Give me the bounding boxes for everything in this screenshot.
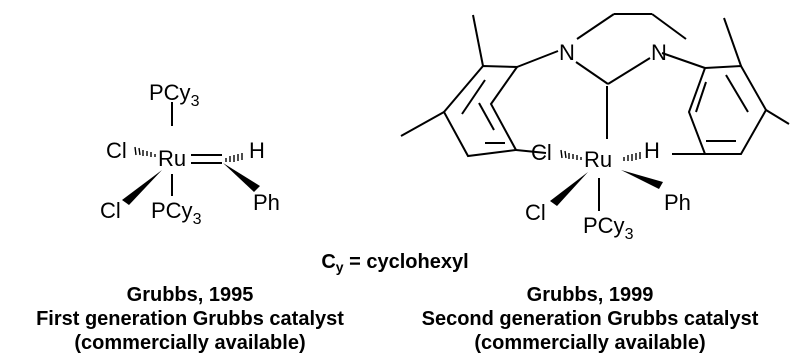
wedge-bond-ru-cl-lower [122, 170, 162, 205]
label-cl-upper-2: Cl [531, 140, 552, 165]
label-pcy3-top: PCy3 [149, 80, 200, 110]
legend-text: = cyclohexyl [343, 251, 469, 273]
right-mesityl-ring [661, 17, 790, 155]
imidazolidine-ring [575, 13, 687, 85]
hashed-bond-ru-cl-upper [134, 146, 156, 157]
first-gen-caption-line1: Grubbs, 1995 [126, 284, 254, 306]
legend-symbol: C [321, 251, 336, 273]
second-gen-structure: N N Cl Ru H Cl Ph PCy3 [400, 13, 790, 243]
label-pcy3-2: PCy3 [583, 213, 634, 243]
label-ph: Ph [253, 190, 280, 215]
label-ru-2: Ru [584, 147, 612, 172]
label-pcy3-bottom: PCy3 [151, 198, 202, 228]
label-cl-lower: Cl [100, 198, 121, 223]
hashed-bond-ru-cl-upper-2 [560, 149, 582, 160]
left-mesityl-ring [400, 14, 559, 158]
label-cl-upper: Cl [106, 138, 127, 163]
second-gen-caption: Grubbs, 1999 Second generation Grubbs ca… [390, 283, 790, 355]
first-gen-caption-line3: (commercially available) [74, 332, 306, 354]
second-gen-caption-line1: Grubbs, 1999 [526, 284, 654, 306]
hashed-bond-c-h [225, 153, 243, 162]
wedge-bond-ru-cl-lower-2 [550, 172, 588, 206]
first-gen-caption: Grubbs, 1995 First generation Grubbs cat… [0, 283, 380, 355]
first-gen-caption-line2: First generation Grubbs catalyst [36, 308, 344, 330]
structures-canvas: PCy3 Cl Ru H Cl PCy3 Ph [100, 13, 790, 243]
wedge-bond-ru-ph-2 [621, 170, 663, 189]
label-cl-lower-2: Cl [525, 200, 546, 225]
legend-symbol-sub: y [335, 259, 344, 275]
label-n-right: N [651, 40, 667, 65]
label-h-2: H [644, 138, 660, 163]
label-n-left: N [559, 40, 575, 65]
label-ru: Ru [158, 146, 186, 171]
label-h: H [249, 138, 265, 163]
second-gen-caption-line2: Second generation Grubbs catalyst [421, 308, 759, 330]
label-ph-2: Ph [664, 190, 691, 215]
cy-legend: Cy = cyclohexyl [0, 250, 790, 279]
wedge-bond-c-ph [223, 163, 260, 192]
first-gen-structure: PCy3 Cl Ru H Cl PCy3 Ph [100, 80, 280, 228]
second-gen-caption-line3: (commercially available) [474, 332, 706, 354]
hashed-bond-ru-h-2 [623, 152, 641, 161]
